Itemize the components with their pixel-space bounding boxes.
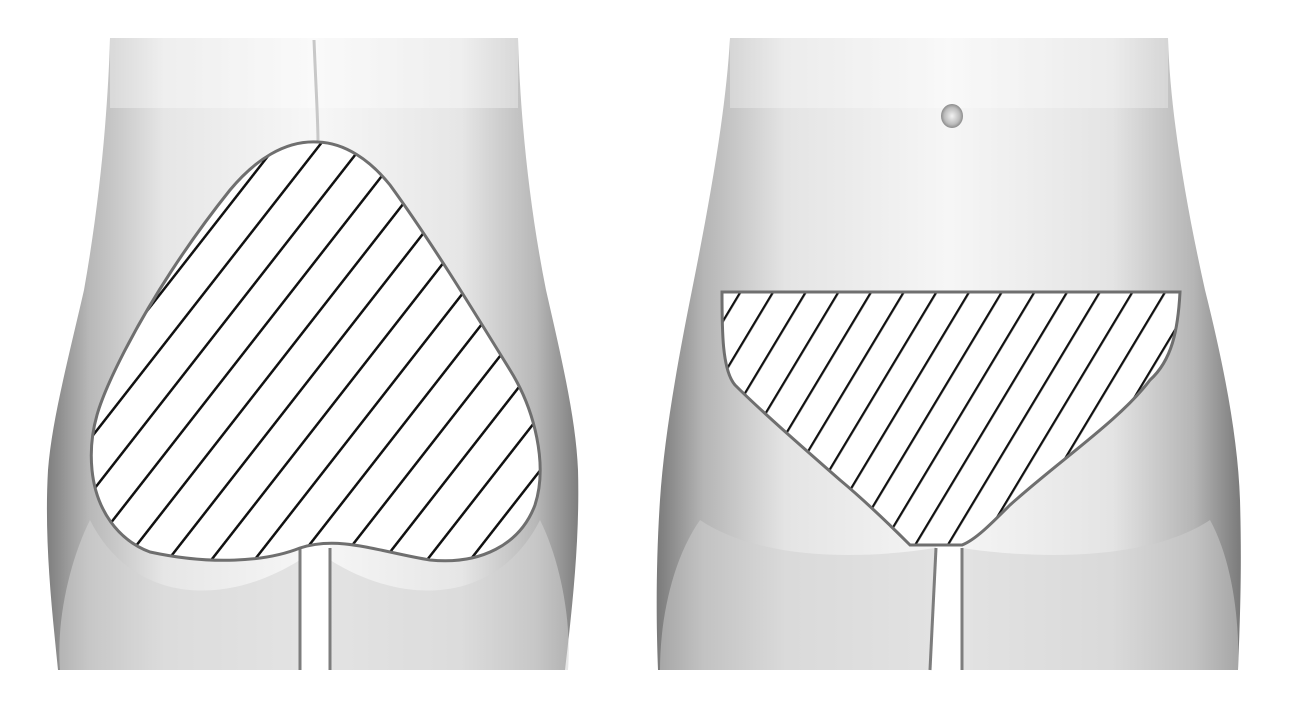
back-view-panel [47, 38, 578, 670]
front-crotch-gap [936, 545, 962, 670]
back-gluteal-cleft [300, 545, 330, 670]
navel [941, 104, 963, 128]
front-chest-shade [730, 38, 1168, 108]
front-view-panel [657, 38, 1241, 670]
